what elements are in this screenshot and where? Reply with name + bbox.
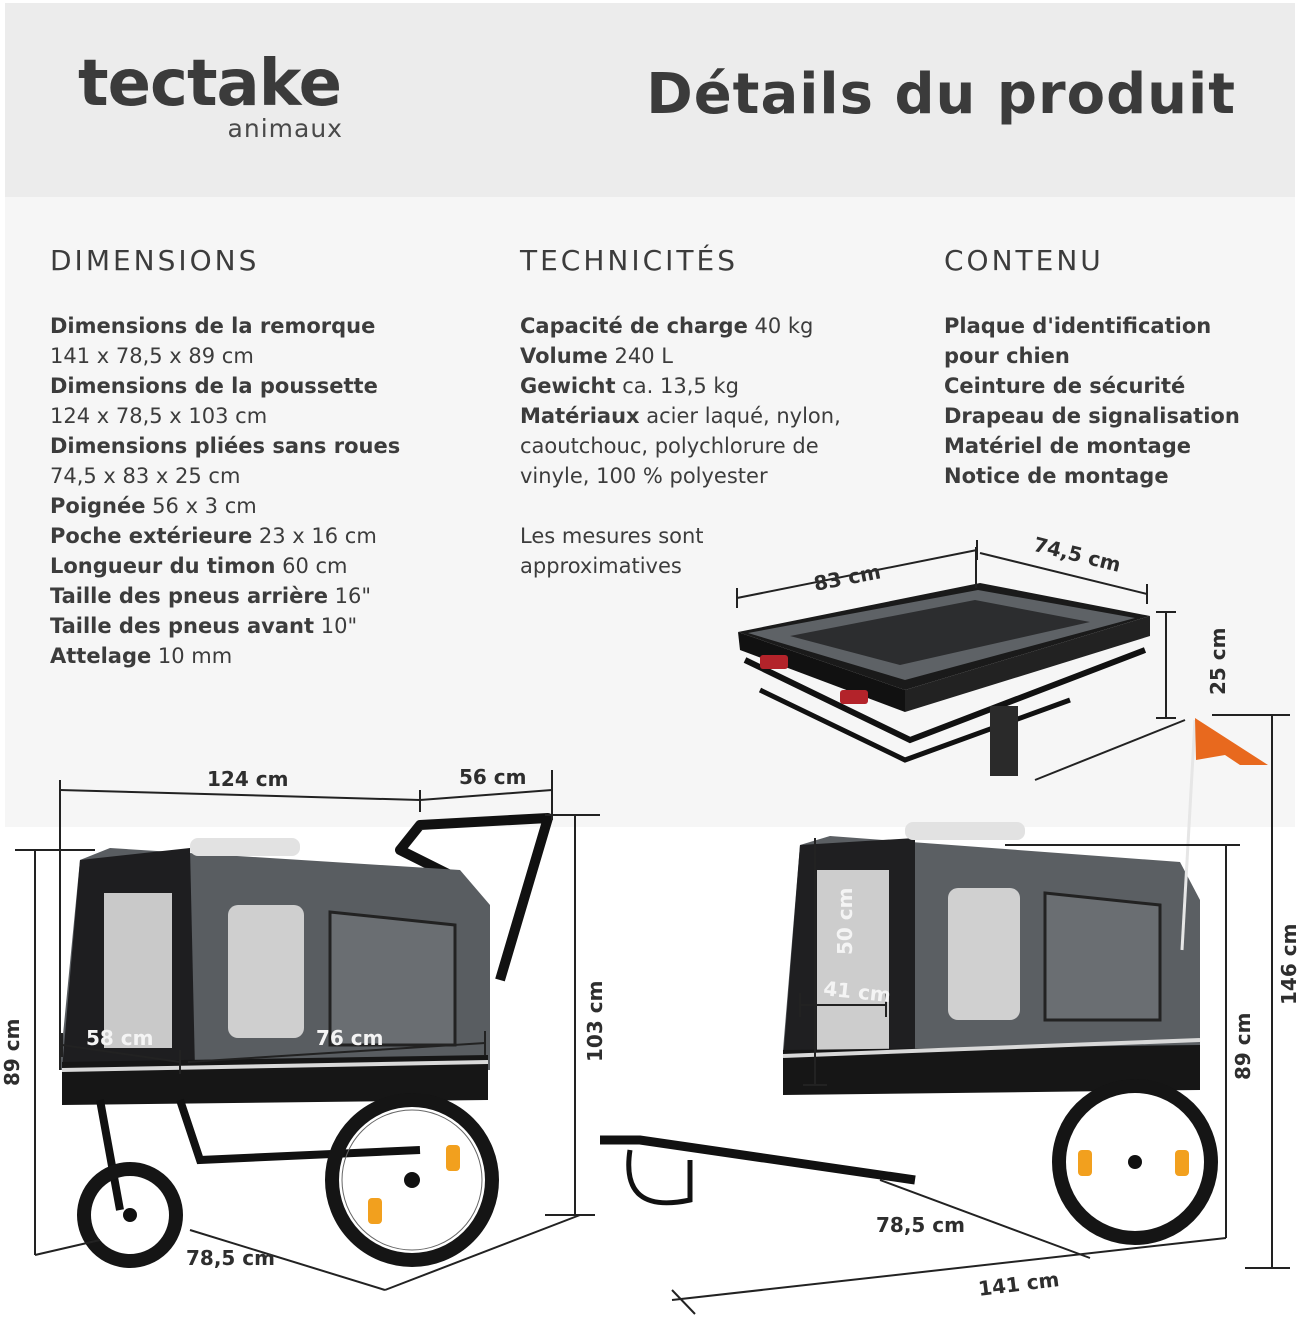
spec-line: 141 x 78,5 x 89 cm [50, 344, 254, 368]
trailer-height-label: 89 cm [1231, 1013, 1255, 1081]
contents-item: Drapeau de signalisation [944, 404, 1240, 428]
spec-line: Longueur du timon 60 cm [50, 554, 348, 578]
technical-column: TECHNICITÉS Capacité de charge 40 kg Vol… [520, 244, 841, 581]
contents-item: Ceinture de sécurité [944, 374, 1186, 398]
spec-line: 124 x 78,5 x 103 cm [50, 404, 268, 428]
contents-item: Matériel de montage [944, 434, 1191, 458]
spec-line: caoutchouc, polychlorure de [520, 434, 819, 458]
spec-line: Dimensions de la remorque [50, 314, 376, 338]
dimensions-column: DIMENSIONS Dimensions de la remorque 141… [50, 244, 400, 671]
contents-item: pour chien [944, 344, 1070, 368]
spec-line: Taille des pneus avant 10" [50, 614, 358, 638]
trailer-length-label: 141 cm [977, 1267, 1061, 1301]
folded-depth-label: 74,5 cm [1031, 532, 1123, 577]
stroller-depth-label: 78,5 cm [186, 1246, 275, 1270]
contents-item: Notice de montage [944, 464, 1169, 488]
brand-logo: tectake animaux [78, 47, 342, 143]
stroller-height-left-label: 89 cm [0, 1019, 24, 1087]
brand-subtitle: animaux [227, 114, 343, 143]
technical-heading: TECHNICITÉS [520, 244, 738, 277]
note-line: Les mesures sont [520, 524, 704, 548]
contents-heading: CONTENU [944, 244, 1104, 277]
flag-height-label: 146 cm [1277, 924, 1298, 1005]
door-height-label: 50 cm [833, 888, 857, 956]
spec-line: Matériaux acier laqué, nylon, [520, 404, 841, 428]
page-title: Détails du produit [646, 62, 1236, 127]
spec-line: 74,5 x 83 x 25 cm [50, 464, 241, 488]
measurement-note: Les mesures sont approximatives [520, 521, 841, 581]
dimensions-heading: DIMENSIONS [50, 244, 260, 277]
side-width-label: 58 cm [86, 1026, 154, 1050]
spec-panel [5, 197, 1295, 827]
spec-line: Poche extérieure 23 x 16 cm [50, 524, 377, 548]
spec-line: Dimensions pliées sans roues [50, 434, 401, 458]
stroller-image [60, 813, 553, 1268]
note-line: approximatives [520, 554, 682, 578]
folded-trailer-image [738, 583, 1150, 776]
stroller-height-total-label: 103 cm [583, 981, 607, 1062]
trailer-image [600, 718, 1268, 1245]
spec-line: Capacité de charge 40 kg [520, 314, 814, 338]
dimensions-list: Dimensions de la remorque 141 x 78,5 x 8… [50, 311, 400, 671]
spec-line: Poignée 56 x 3 cm [50, 494, 257, 518]
brand-name: tectake [78, 47, 342, 121]
folded-height-label: 25 cm [1206, 628, 1230, 696]
spec-line: Volume 240 L [520, 344, 673, 368]
trailer-depth-label: 78,5 cm [876, 1213, 965, 1237]
spec-line: Taille des pneus arrière 16" [50, 584, 372, 608]
stroller-length-label: 124 cm [207, 767, 288, 791]
spec-line: Attelage 10 mm [50, 644, 233, 668]
contents-column: CONTENU Plaque d'identification pour chi… [944, 244, 1240, 491]
spec-line: vinyle, 100 % polyester [520, 464, 768, 488]
header-band [5, 3, 1295, 197]
handle-length-label: 56 cm [459, 765, 527, 789]
spec-line: Gewicht ca. 13,5 kg [520, 374, 739, 398]
spec-line: Dimensions de la poussette [50, 374, 378, 398]
contents-item: Plaque d'identification [944, 314, 1212, 338]
side-length-label: 76 cm [316, 1026, 384, 1050]
